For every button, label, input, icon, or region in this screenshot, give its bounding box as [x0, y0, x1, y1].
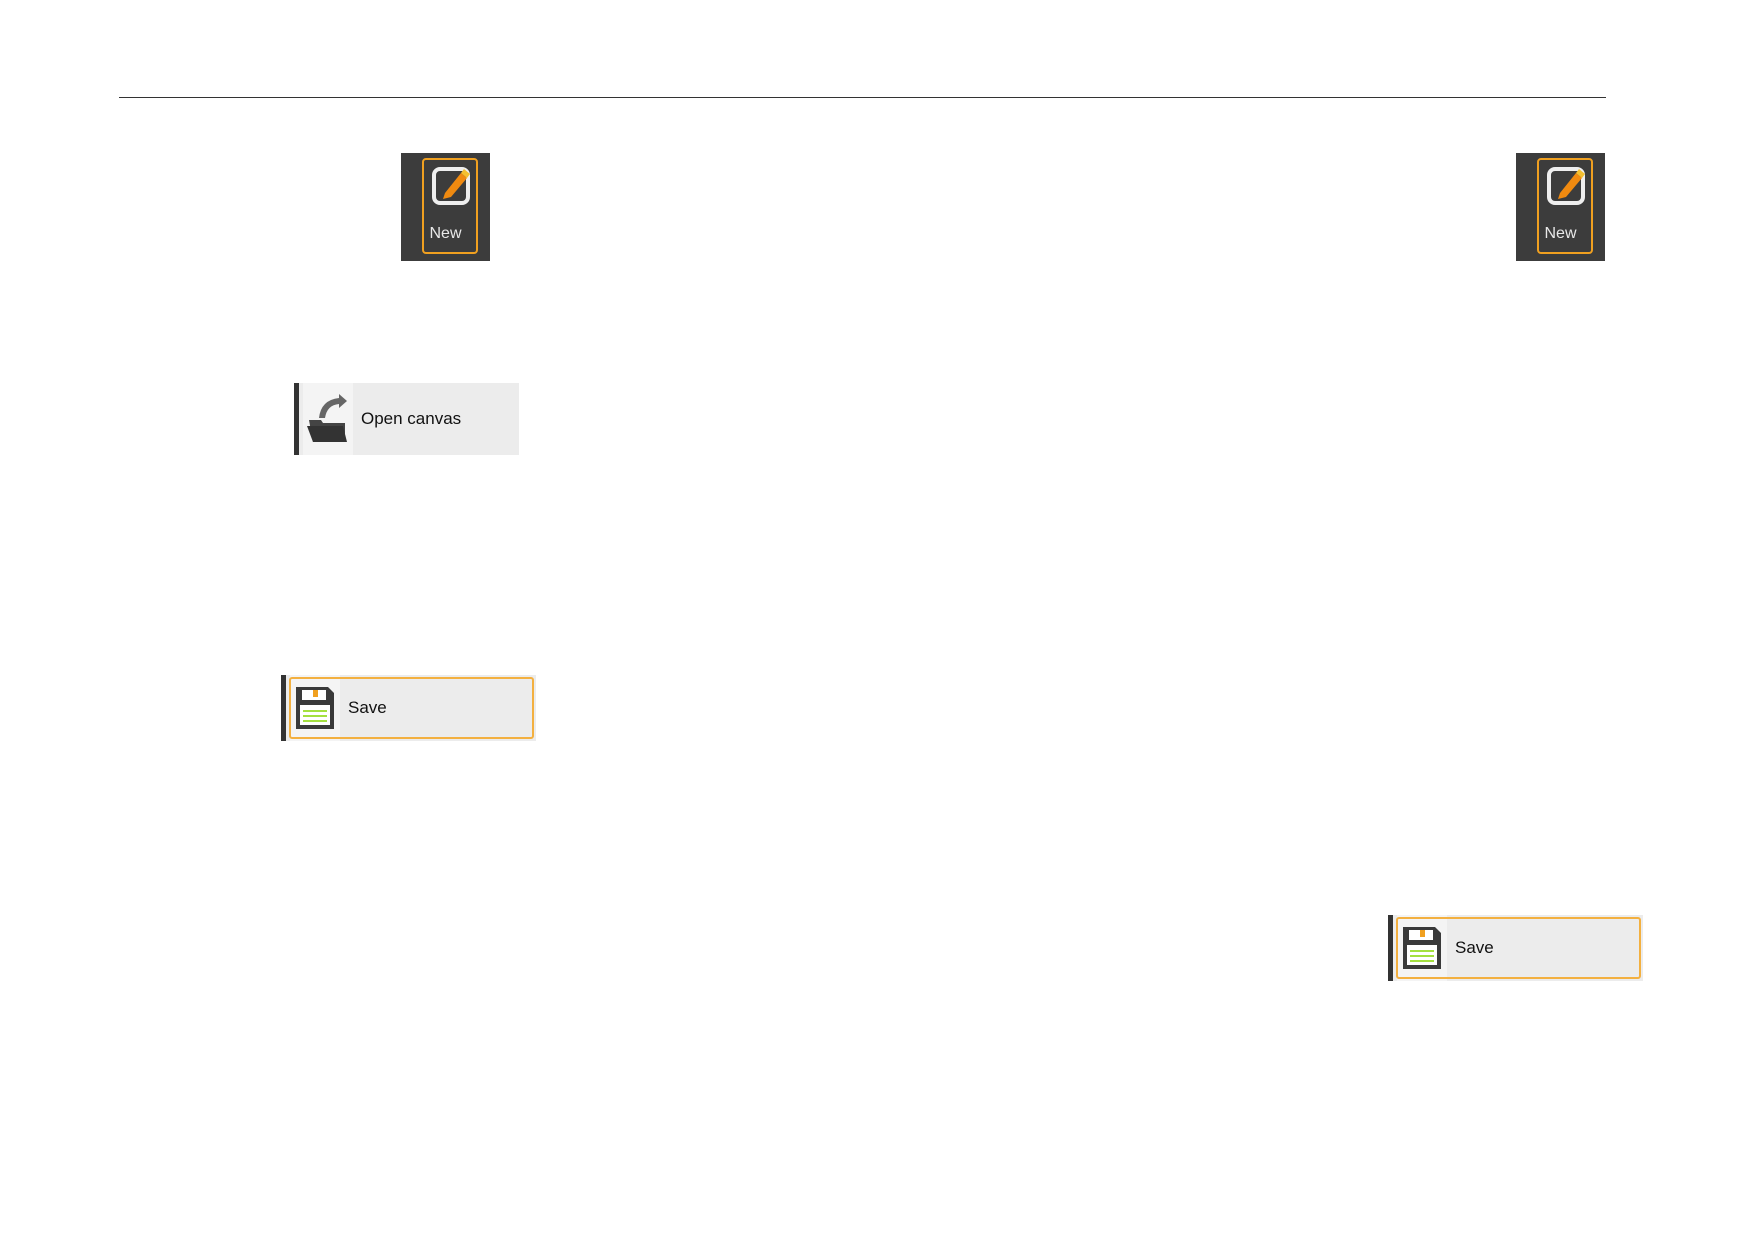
new-button[interactable]: New: [1516, 153, 1605, 261]
floppy-disk-icon: [290, 675, 340, 741]
open-folder-icon: [303, 383, 353, 455]
open-canvas-button[interactable]: Open canvas: [294, 383, 519, 455]
open-canvas-label: Open canvas: [361, 409, 462, 428]
new-label: New: [1544, 225, 1577, 242]
pencil-edit-icon: [1547, 167, 1585, 205]
new-button[interactable]: New: [401, 153, 490, 261]
save-label: Save: [1455, 938, 1494, 957]
divider-line: [119, 97, 1606, 98]
floppy-disk-icon: [1397, 915, 1447, 981]
focus-outline: [1537, 158, 1593, 254]
save-button[interactable]: Save: [1388, 915, 1643, 981]
save-button[interactable]: Save: [281, 675, 536, 741]
pencil-edit-icon: [432, 167, 470, 205]
save-label: Save: [348, 698, 387, 717]
focus-outline: [422, 158, 478, 254]
new-label: New: [429, 225, 462, 242]
